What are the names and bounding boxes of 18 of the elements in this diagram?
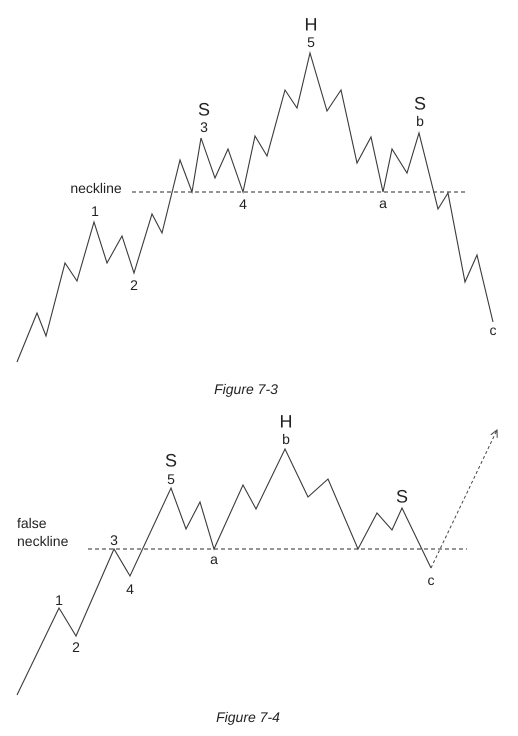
wave-label: 4	[239, 194, 247, 214]
figure-caption: Figure 7-4	[216, 708, 280, 726]
wave-label: 2	[130, 276, 138, 294]
wave-label: c	[428, 570, 434, 590]
wave-label: a	[379, 194, 387, 212]
wave-label: a	[210, 550, 218, 568]
wave-label: 4	[126, 580, 134, 598]
shoulder-label: S	[165, 449, 177, 472]
wave-label: 3	[110, 530, 118, 550]
figure-caption: Figure 7-3	[214, 380, 278, 398]
wave-label: 1	[91, 202, 99, 220]
wave-label: 5	[167, 470, 175, 488]
shoulder-label: S	[396, 485, 408, 508]
neckline-label: neckline	[70, 178, 122, 198]
neckline-label: false neckline	[17, 514, 70, 550]
wave-label: 2	[72, 638, 80, 656]
wave-label: 1	[55, 590, 63, 610]
wave-label: c	[490, 320, 496, 340]
